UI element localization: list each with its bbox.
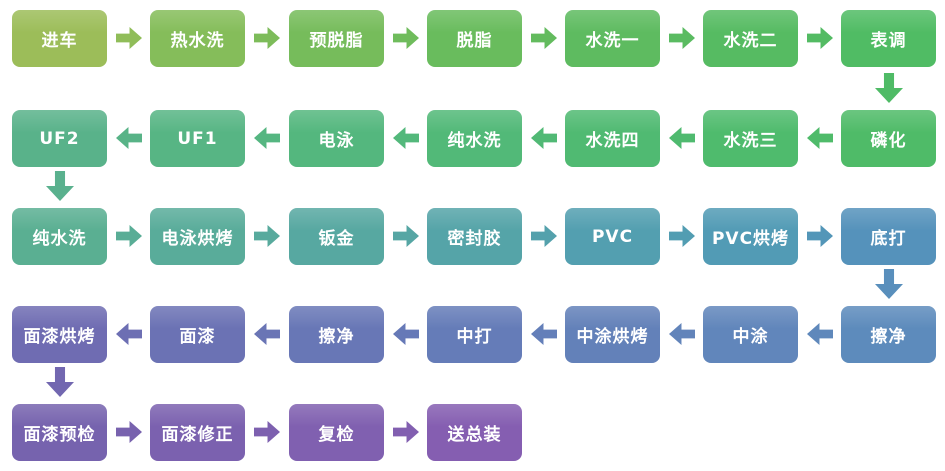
flow-step: 擦净 <box>289 306 384 363</box>
flow-arrow-left <box>669 127 695 149</box>
flow-arrow-right <box>807 27 833 49</box>
flow-step: 纯水洗 <box>12 208 107 265</box>
flow-step: 中涂烘烤 <box>565 306 660 363</box>
flow-arrow-down <box>46 171 74 201</box>
flow-arrow-left <box>116 127 142 149</box>
flow-step: 进车 <box>12 10 107 67</box>
flow-step: 水洗一 <box>565 10 660 67</box>
flow-arrow-left <box>254 127 280 149</box>
flow-step: UF2 <box>12 110 107 167</box>
flow-arrow-right <box>669 225 695 247</box>
flow-arrow-right <box>254 27 280 49</box>
flow-arrow-left <box>531 323 557 345</box>
flow-step: 纯水洗 <box>427 110 522 167</box>
flow-step: 面漆预检 <box>12 404 107 461</box>
flow-arrow-left <box>807 323 833 345</box>
flow-arrow-left <box>254 323 280 345</box>
flow-arrow-right <box>393 421 419 443</box>
flow-step: 水洗三 <box>703 110 798 167</box>
flow-arrow-right <box>116 225 142 247</box>
flow-arrow-left <box>116 323 142 345</box>
flow-arrow-down <box>46 367 74 397</box>
flow-step: 钣金 <box>289 208 384 265</box>
flow-arrow-right <box>254 421 280 443</box>
flow-arrow-down <box>875 73 903 103</box>
flow-step: 擦净 <box>841 306 936 363</box>
flow-arrow-left <box>393 323 419 345</box>
flow-step: 中涂 <box>703 306 798 363</box>
flow-step: 预脱脂 <box>289 10 384 67</box>
flow-arrow-right <box>393 27 419 49</box>
flow-step: 表调 <box>841 10 936 67</box>
flow-arrow-left <box>807 127 833 149</box>
flow-step: 水洗二 <box>703 10 798 67</box>
flow-step: 面漆修正 <box>150 404 245 461</box>
flow-step: PVC <box>565 208 660 265</box>
flow-arrow-right <box>393 225 419 247</box>
flow-arrow-right <box>531 225 557 247</box>
flow-step: 面漆 <box>150 306 245 363</box>
flow-arrow-right <box>531 27 557 49</box>
flow-arrow-left <box>531 127 557 149</box>
flow-step: 复检 <box>289 404 384 461</box>
flow-arrow-right <box>116 27 142 49</box>
flow-arrow-right <box>669 27 695 49</box>
flow-step: 电泳 <box>289 110 384 167</box>
flow-arrow-right <box>807 225 833 247</box>
flow-step: 磷化 <box>841 110 936 167</box>
flow-step: UF1 <box>150 110 245 167</box>
flow-step: PVC烘烤 <box>703 208 798 265</box>
flow-arrow-left <box>669 323 695 345</box>
flow-step: 密封胶 <box>427 208 522 265</box>
flow-step: 底打 <box>841 208 936 265</box>
flow-arrow-right <box>116 421 142 443</box>
flow-step: 面漆烘烤 <box>12 306 107 363</box>
flow-arrow-left <box>393 127 419 149</box>
flow-arrow-down <box>875 269 903 299</box>
flow-arrow-right <box>254 225 280 247</box>
flow-step: 脱脂 <box>427 10 522 67</box>
flow-step: 中打 <box>427 306 522 363</box>
flow-step: 电泳烘烤 <box>150 208 245 265</box>
flow-step: 水洗四 <box>565 110 660 167</box>
flow-step: 热水洗 <box>150 10 245 67</box>
flow-step: 送总装 <box>427 404 522 461</box>
